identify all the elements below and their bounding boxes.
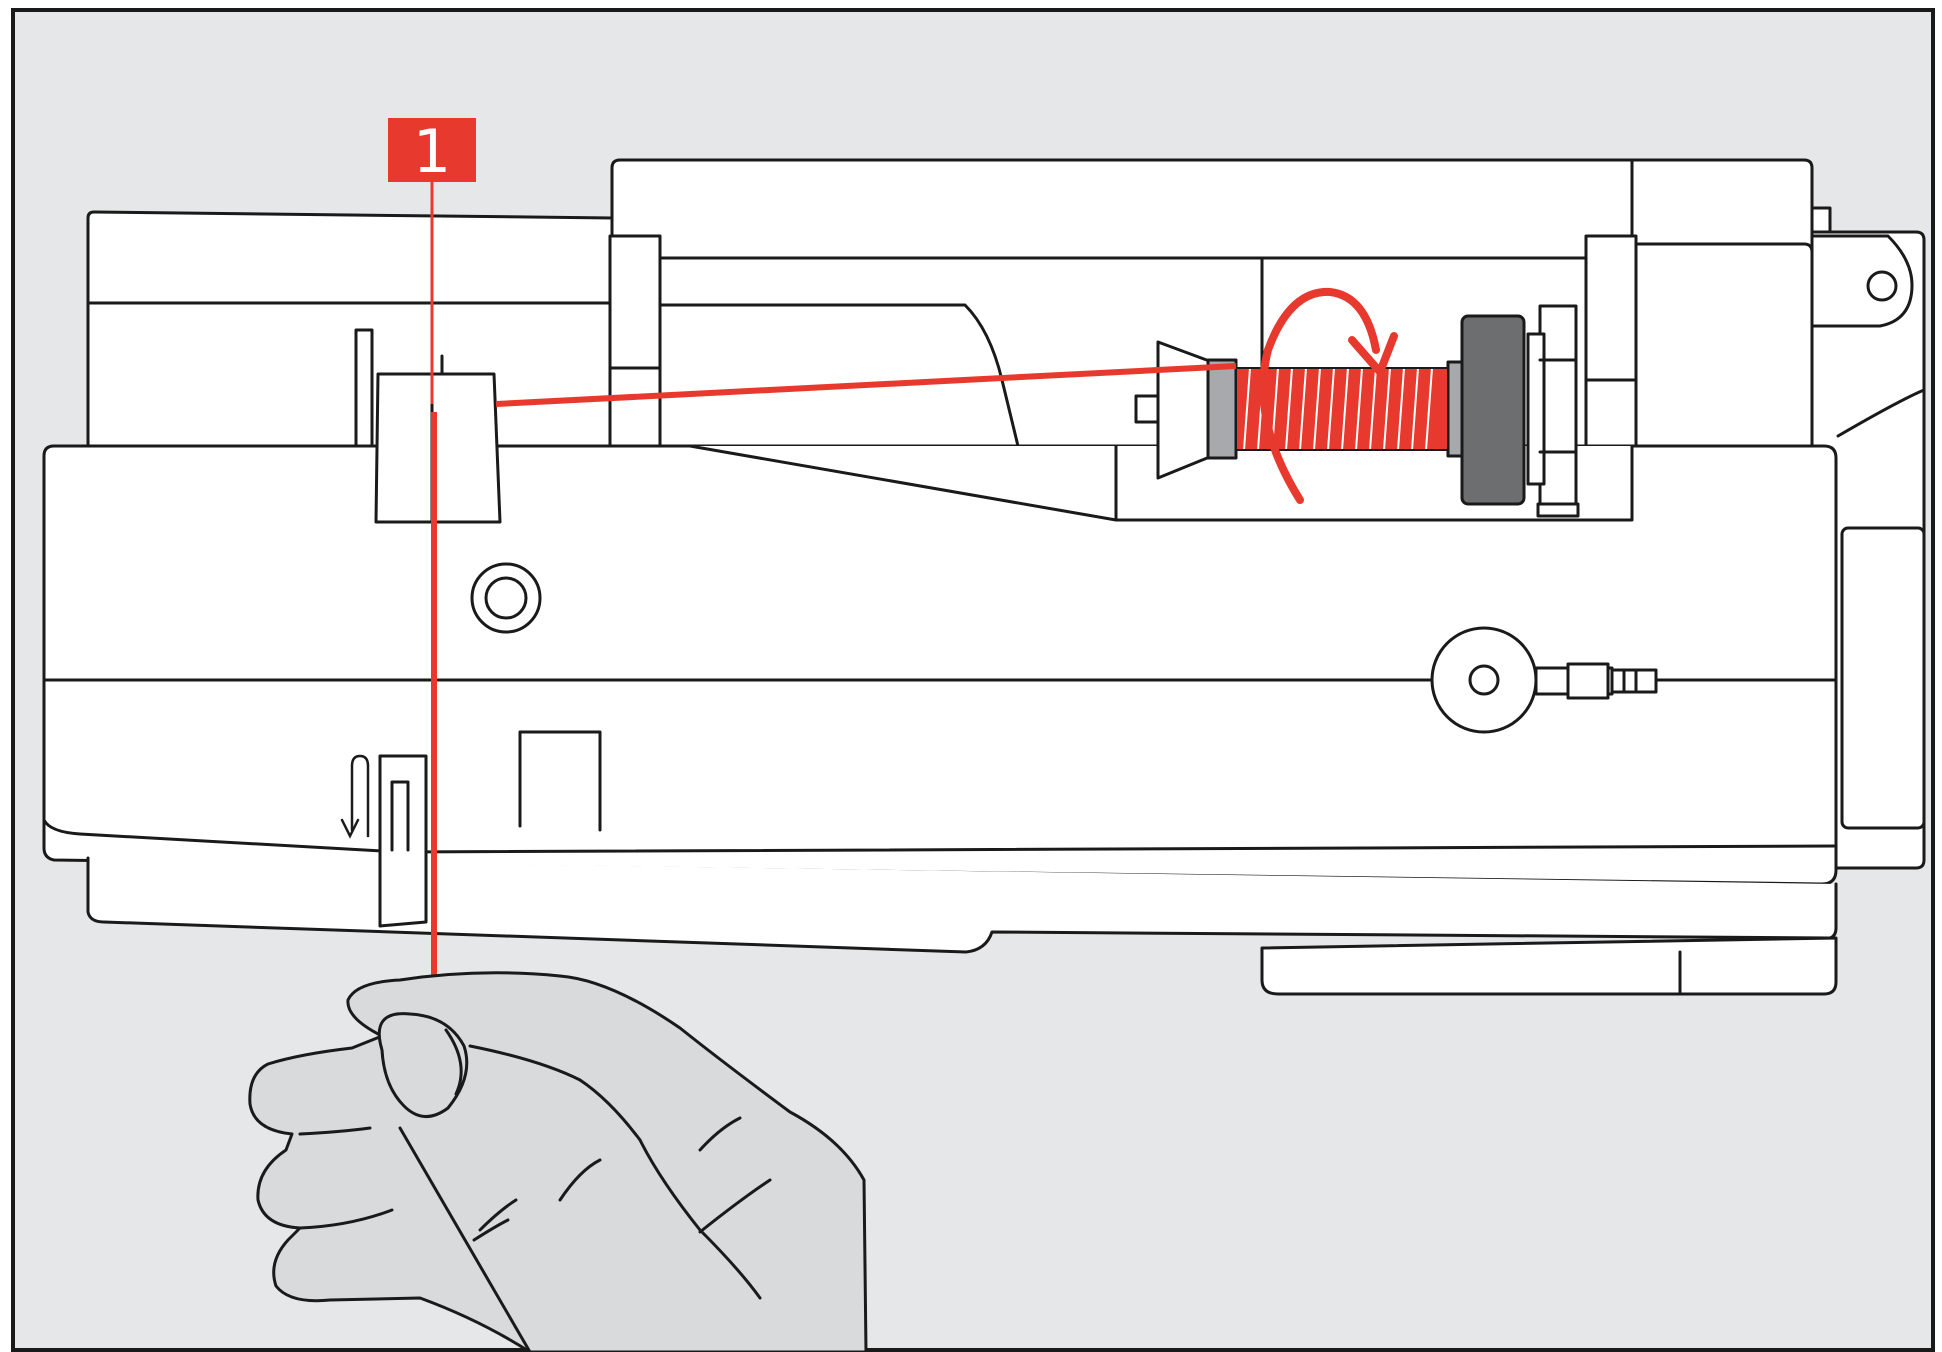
right-end-panel [1630, 242, 1814, 448]
hinge-pin [1866, 270, 1898, 302]
thread-guide-back [354, 328, 374, 448]
hinge-clip [1810, 206, 1832, 234]
machine-bed-lower [42, 678, 1838, 886]
hinge-plate [1810, 234, 1914, 328]
spool-disc [1460, 314, 1526, 506]
spool-cone [1156, 340, 1214, 480]
drawer-tab [1260, 936, 1838, 996]
bottom-lip [86, 856, 1838, 954]
spool-recess [688, 444, 1634, 522]
callout-badge [388, 118, 476, 182]
thread-spool [1235, 367, 1449, 451]
down-arrow-icon [340, 754, 370, 839]
rotation-arrow-icon [1259, 287, 1398, 504]
hinge-curve [1836, 388, 1926, 438]
hand [248, 971, 868, 1352]
spool-pin-tip [1134, 394, 1160, 424]
callout-number: 1 [413, 117, 451, 187]
thread-line-top [495, 363, 1237, 407]
spool-cap-left [1206, 358, 1238, 460]
machine-back-plate [86, 210, 614, 448]
thread-guide [374, 372, 502, 524]
side-panel [1840, 526, 1926, 830]
lower-bed-seam [42, 818, 1838, 854]
round-button-inner [484, 576, 528, 620]
winder-wheel-hub [1468, 664, 1500, 696]
square-slot [518, 730, 602, 832]
